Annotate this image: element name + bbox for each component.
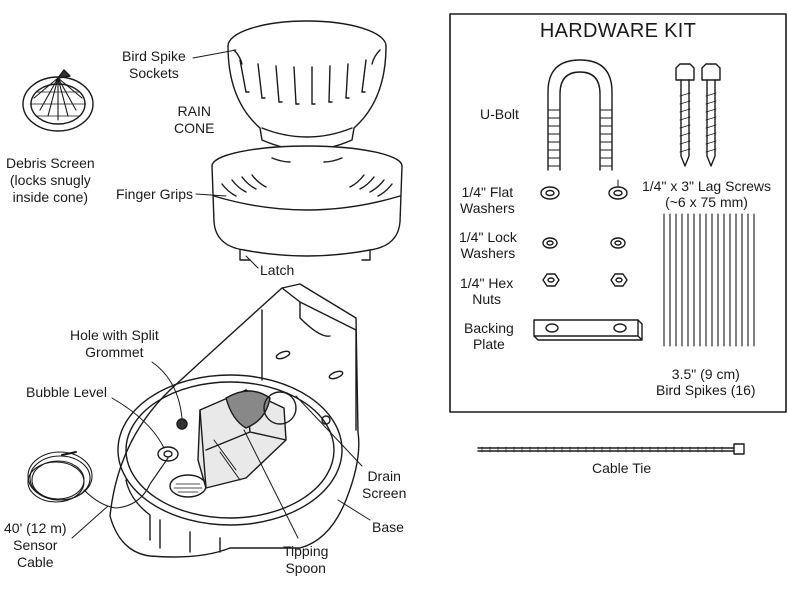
label-cable-tie: Cable Tie [592,460,652,476]
label-bird-spike-sockets: Bird Spike Sockets [122,48,186,81]
label-lag-screws: 1/4" x 3" Lag Screws (~6 x 75 mm) [642,178,772,210]
debris-screen-drawing [22,69,94,132]
label-drain-screen: Drain Screen [362,468,407,501]
label-hole-with-split-grommet: Hole with Split Grommet [70,327,159,360]
u-bolt-drawing [547,59,613,171]
label-bird-spikes: 3.5" (9 cm) Bird Spikes (16) [656,366,756,398]
label-tipping-spoon: Tipping Spoon [283,543,329,576]
lag-screws-drawing [675,63,721,167]
label-hex-nuts: 1/4" Hex Nuts [460,275,514,307]
label-flat-washers: 1/4" Flat Washers [460,184,515,216]
base-drawing [109,283,360,558]
label-backing-plate: Backing Plate [464,320,514,352]
label-base: Base [372,519,404,535]
sensor-cable-coil [27,451,169,509]
label-latch: Latch [260,262,295,278]
label-sensor-cable: 40' (12 m) Sensor Cable [4,520,67,570]
label-finger-grips: Finger Grips [116,186,194,202]
hardware-kit-title: HARDWARE KIT [539,20,697,42]
hardware-washers-nuts [540,186,628,287]
bird-spikes-drawing [663,213,755,347]
hardware-kit-box [449,13,787,413]
leader-lines [71,49,619,539]
cable-tie-drawing [477,443,745,455]
label-u-bolt: U-Bolt [480,106,519,122]
rain-cone-funnel [227,20,387,151]
backing-plate-drawing [533,319,643,341]
collar-drawing [211,145,403,261]
label-debris-screen: Debris Screen (locks snugly inside cone) [6,155,95,205]
label-bubble-level: Bubble Level [26,384,107,400]
label-lock-washers: 1/4" Lock Washers [459,229,517,261]
label-rain-cone: RAIN CONE [174,103,215,136]
